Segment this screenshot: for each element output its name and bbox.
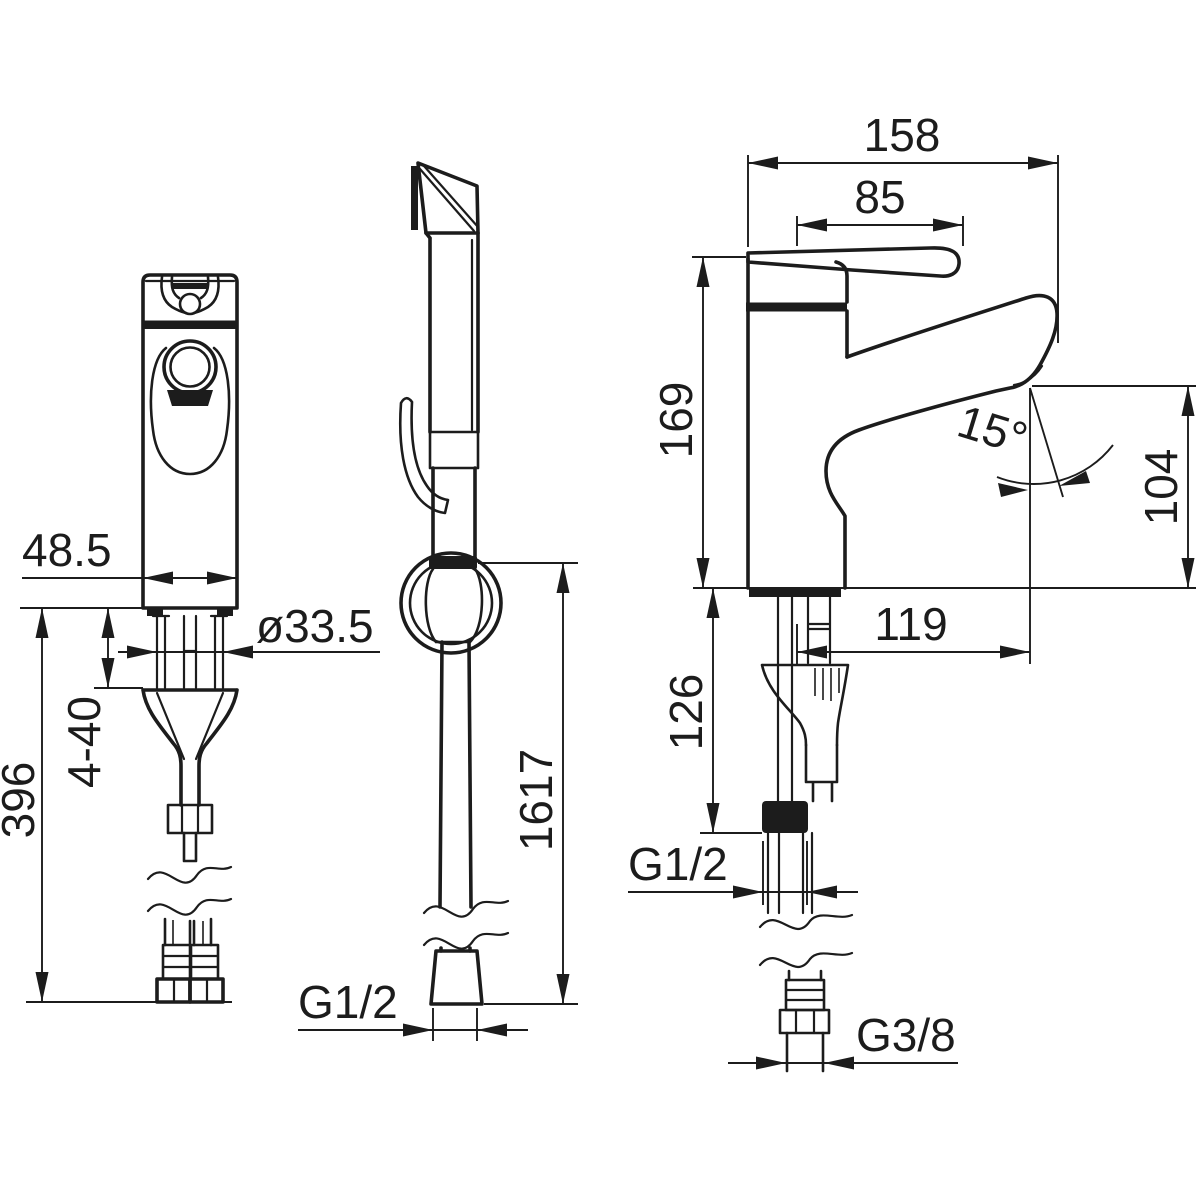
holder-ring-outer — [399, 551, 503, 655]
lever-axle — [172, 283, 208, 289]
break-lines — [422, 899, 510, 950]
dim-supply-hose-length: 396 — [0, 762, 44, 839]
hand-spray — [398, 161, 510, 1006]
spray-nozzle-face — [411, 166, 418, 230]
dim-supply-connection-thread: G3/8 — [856, 1009, 956, 1061]
lever-ball — [178, 292, 202, 316]
side-dimensions: 1617 G1/2 — [298, 562, 578, 1041]
aerator — [167, 390, 213, 406]
side-view-hand-spray: 1617 G1/2 — [298, 161, 578, 1041]
dim-spout-angle: 15° — [952, 395, 1034, 465]
hose-nut-band — [429, 556, 477, 569]
dim-outlet-height: 104 — [1135, 449, 1187, 526]
spray-connection-nut — [762, 801, 808, 833]
break-lines — [758, 913, 854, 969]
joint-band — [746, 302, 847, 312]
dim-body-width: 48.5 — [22, 524, 112, 576]
break-lines — [146, 865, 233, 916]
dim-spray-connection-thread: G1/2 — [628, 838, 728, 890]
dim-handle-projection: 85 — [854, 171, 905, 223]
spray-hook — [398, 396, 450, 515]
angle-arc — [996, 444, 1114, 485]
holder-ring-inner — [408, 560, 494, 646]
spout-ring-inner — [169, 346, 211, 388]
spray-handle — [424, 231, 480, 434]
spray-hose — [438, 640, 473, 909]
dim-spray-hose-length: 1617 — [510, 749, 562, 851]
dim-shank-diameter: ø33.5 — [256, 600, 374, 652]
front-faucet-body — [141, 273, 239, 1004]
dim-body-height: 169 — [650, 382, 702, 459]
handle-lever — [746, 246, 961, 278]
dim-spout-projection: 119 — [874, 598, 947, 650]
spray-angle-line — [1029, 387, 1064, 498]
joint-band — [142, 320, 238, 329]
profile-dimensions: 158 85 169 126 119 — [628, 109, 1196, 1070]
supply-nut — [778, 1008, 831, 1035]
dim-spray-connection-depth: 126 — [660, 674, 712, 751]
profile-faucet-body — [746, 246, 1059, 1073]
dim-spray-hose-thread: G1/2 — [298, 976, 398, 1028]
front-dimensions: 48.5 ø33.5 4-40 396 — [0, 524, 380, 1003]
mounting-cone — [141, 688, 239, 807]
spout-shroud — [149, 346, 231, 476]
mounting-cone — [760, 663, 850, 747]
front-view: 48.5 ø33.5 4-40 396 — [0, 273, 380, 1004]
dim-total-depth: 158 — [864, 109, 941, 161]
hose-cone-fitting — [429, 949, 484, 1006]
profile-view: 158 85 169 126 119 — [628, 109, 1196, 1073]
spray-head — [416, 161, 480, 235]
dim-deck-range: 4-40 — [58, 696, 110, 788]
supply-hoses — [163, 917, 213, 947]
